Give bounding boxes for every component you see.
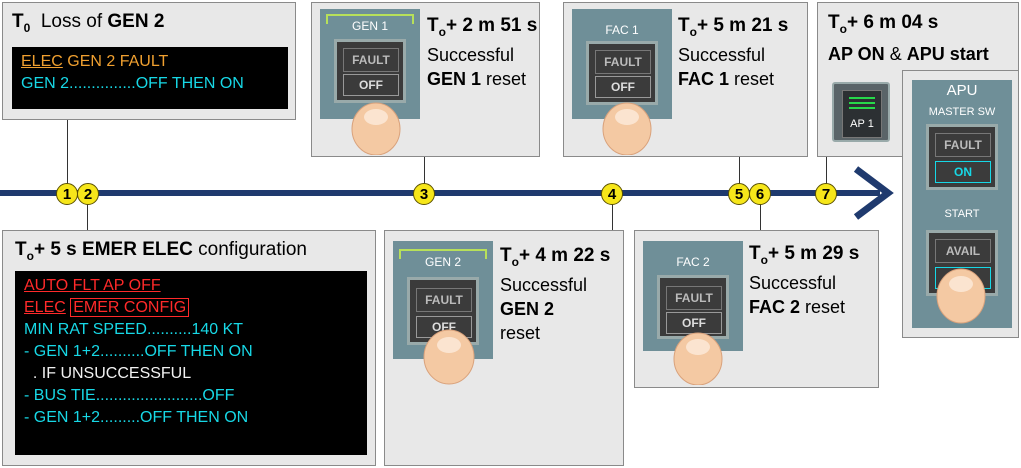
connector-2 bbox=[87, 195, 88, 231]
marker-2: 2 bbox=[77, 183, 99, 205]
apu-master-label: MASTER SW bbox=[928, 106, 996, 118]
ecam2-line-2: ELEC EMER CONFIG bbox=[24, 297, 358, 319]
fac2-label: FAC 2 bbox=[676, 255, 710, 269]
fac1-label: FAC 1 bbox=[605, 23, 639, 37]
apu-start-label: START bbox=[944, 208, 980, 220]
ap1-label: AP 1 bbox=[850, 118, 874, 130]
event-7-line-2: AP ON & APU start bbox=[828, 44, 989, 64]
connector-7 bbox=[826, 157, 827, 192]
marker-7: 7 bbox=[815, 183, 837, 205]
event-6-line-1: Successful bbox=[749, 273, 837, 293]
timeline-axis bbox=[0, 190, 880, 196]
event-6-time: To+ 5 m 29 s bbox=[749, 243, 860, 267]
event-5-line-1: Successful bbox=[678, 45, 766, 65]
connector-6 bbox=[760, 195, 761, 230]
connector-3 bbox=[424, 157, 425, 192]
fac2-panel: FAC 2 FAULT OFF bbox=[643, 241, 743, 351]
gen2-label: GEN 2 bbox=[424, 255, 461, 269]
event-4-line-3: reset bbox=[500, 323, 541, 343]
gen1-label: GEN 1 bbox=[351, 19, 388, 33]
finger-icon bbox=[602, 102, 652, 155]
ecam-message-2: AUTO FLT AP OFF ELEC EMER CONFIG MIN RAT… bbox=[15, 271, 367, 455]
fac1-panel: FAC 1 FAULT OFF bbox=[572, 9, 672, 119]
event-5-box: FAC 1 FAULT OFF To+ 5 m 21 s Successful … bbox=[563, 2, 808, 157]
event-1-box: T0 Loss of GEN 2 ELEC GEN 2 FAULT GEN 2.… bbox=[2, 2, 296, 120]
event-3-box: GEN 1 FAULT OFF To+ 2 m 51 s Successful … bbox=[311, 2, 540, 157]
connector-1 bbox=[67, 120, 68, 192]
marker-3: 3 bbox=[413, 183, 435, 205]
ecam-message-1: ELEC GEN 2 FAULT GEN 2...............OFF… bbox=[12, 47, 288, 109]
connector-4 bbox=[612, 195, 613, 230]
apu-master-pushbutton[interactable]: FAULT ON bbox=[926, 124, 998, 190]
event-6-line-2: FAC 2 reset bbox=[749, 297, 846, 317]
finger-icon bbox=[351, 102, 401, 155]
finger-icon bbox=[936, 268, 986, 324]
event-4-line-1: Successful bbox=[500, 275, 588, 295]
event-2-box: To+ 5 s EMER ELEC configuration AUTO FLT… bbox=[2, 230, 376, 466]
gen1-pushbutton[interactable]: FAULT OFF bbox=[334, 39, 406, 103]
event-4-time: To+ 4 m 22 s bbox=[500, 245, 611, 269]
event-3-line-2: GEN 1 reset bbox=[427, 69, 527, 89]
event-7-time: To+ 6 m 04 s bbox=[828, 12, 939, 36]
event-4-line-2: GEN 2 bbox=[500, 299, 555, 319]
finger-icon bbox=[423, 329, 475, 385]
event-1-title: T0 Loss of GEN 2 bbox=[12, 11, 165, 35]
marker-5: 5 bbox=[728, 183, 750, 205]
event-3-time: To+ 2 m 51 s bbox=[427, 15, 538, 39]
event-2-title: To+ 5 s EMER ELEC configuration bbox=[15, 239, 307, 263]
event-3-line-1: Successful bbox=[427, 45, 515, 65]
gen1-panel: GEN 1 FAULT OFF bbox=[320, 9, 420, 119]
fac1-pushbutton[interactable]: FAULT OFF bbox=[586, 41, 658, 105]
marker-1: 1 bbox=[56, 183, 78, 205]
event-6-box: FAC 2 FAULT OFF To+ 5 m 29 s Successful … bbox=[634, 230, 879, 388]
ap1-pushbutton[interactable]: AP 1 bbox=[832, 82, 890, 142]
event-5-line-2: FAC 1 reset bbox=[678, 69, 775, 89]
event-5-time: To+ 5 m 21 s bbox=[678, 15, 789, 39]
marker-4: 4 bbox=[601, 183, 623, 205]
event-4-box: GEN 2 FAULT OFF To+ 4 m 22 s Successful … bbox=[384, 230, 624, 466]
finger-icon bbox=[673, 332, 723, 385]
ecam2-line-1: AUTO FLT AP OFF bbox=[24, 277, 161, 294]
connector-5 bbox=[739, 157, 740, 192]
apu-title: APU bbox=[946, 82, 978, 99]
timeline-arrowhead bbox=[853, 166, 894, 220]
fac2-pushbutton[interactable]: FAULT OFF bbox=[657, 275, 729, 339]
marker-6: 6 bbox=[749, 183, 771, 205]
